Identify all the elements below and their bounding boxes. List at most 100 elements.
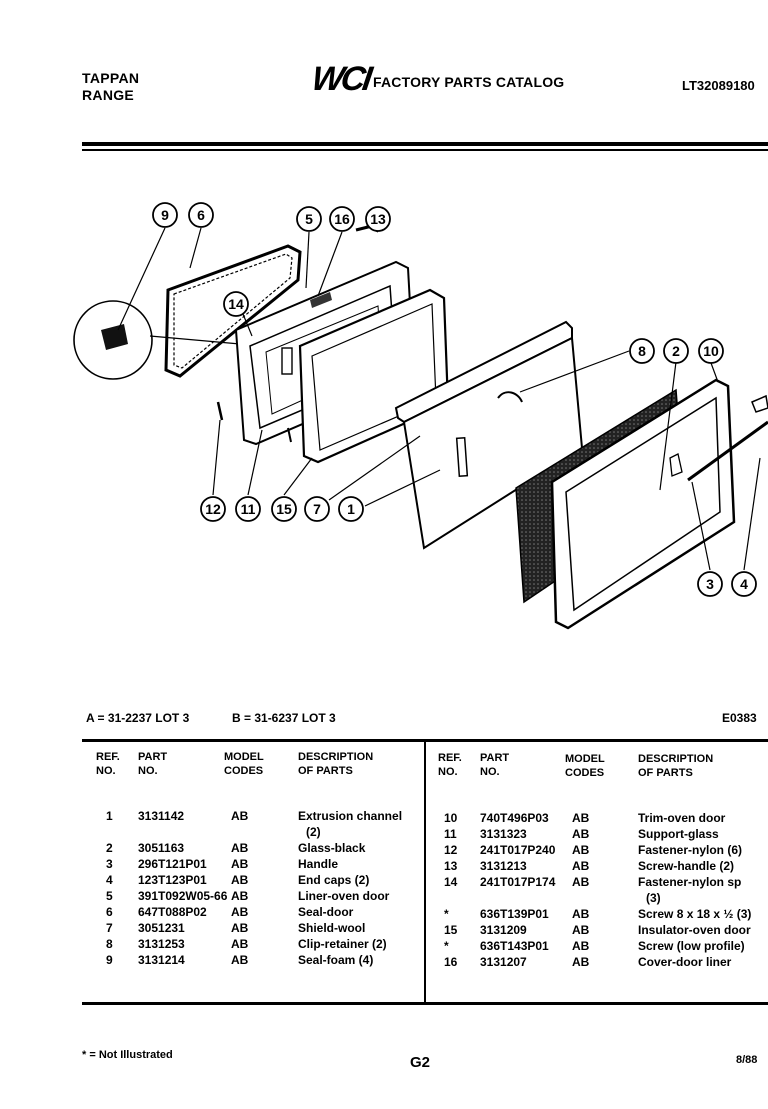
svg-text:6: 6 <box>197 207 205 223</box>
part-description: Trim-oven door <box>638 811 726 825</box>
ref-number: 13 <box>444 859 458 873</box>
model-code: AB <box>572 843 590 857</box>
part-description: Glass-black <box>298 841 366 855</box>
ref-number: 3 <box>106 857 113 871</box>
callout-10: 10 <box>698 338 724 364</box>
model-code: AB <box>572 955 590 969</box>
ref-number: 2 <box>106 841 113 855</box>
header-model-label: MODEL <box>565 753 605 765</box>
part-number: 3131213 <box>480 859 527 873</box>
ref-number: 10 <box>444 811 458 825</box>
svg-text:16: 16 <box>334 211 350 227</box>
ref-number: 12 <box>444 843 458 857</box>
header-part-right: PART NO. <box>480 751 509 779</box>
part-number: 3131207 <box>480 955 527 969</box>
ref-number: 16 <box>444 955 458 969</box>
table-top-rule <box>82 739 768 742</box>
header-ref-label: REF. <box>438 752 462 764</box>
part-description: Clip-retainer (2) <box>298 937 387 951</box>
part-number: 123T123P01 <box>138 873 207 887</box>
part-number: 647T088P02 <box>138 905 207 919</box>
ref-number: 4 <box>106 873 113 887</box>
part-description: Fastener-nylon sp <box>638 875 742 889</box>
table-bottom-rule <box>82 1002 768 1005</box>
header-codes-label: CODES <box>224 765 264 777</box>
callout-5: 5 <box>296 206 322 232</box>
svg-text:14: 14 <box>228 296 244 312</box>
page-number: G2 <box>410 1054 431 1071</box>
header-model-right: MODEL CODES <box>565 752 605 780</box>
part-number: 636T143P01 <box>480 939 549 953</box>
part-description: Support-glass <box>638 827 719 841</box>
svg-text:5: 5 <box>305 211 313 227</box>
part-number: 3131142 <box>138 809 185 823</box>
model-code: AB <box>231 905 249 919</box>
model-code: AB <box>231 873 249 887</box>
ref-number: 1 <box>106 809 113 823</box>
model-code-a: A = 31-2237 LOT 3 <box>86 711 190 725</box>
header-no-label: NO. <box>96 765 116 777</box>
callout-14: 14 <box>223 291 249 317</box>
model-code: AB <box>231 809 249 823</box>
header-desc-label: DESCRIPTION <box>638 753 714 765</box>
header-ref-right: REF. NO. <box>438 751 462 779</box>
svg-text:1: 1 <box>347 501 355 517</box>
part-number: 636T139P01 <box>480 907 549 921</box>
model-code: AB <box>572 939 590 953</box>
part-description: Handle <box>298 857 339 871</box>
brand-line-1: TAPPAN <box>82 70 140 86</box>
part-description: Seal-foam (4) <box>298 953 374 967</box>
catalog-title: FACTORY PARTS CATALOG <box>373 74 565 90</box>
callout-4: 4 <box>731 571 757 597</box>
callout-7: 7 <box>304 496 330 522</box>
part-description: Extrusion channel <box>298 809 403 823</box>
trim-frame-part <box>550 378 736 630</box>
header-ref-label: REF. <box>96 751 120 763</box>
svg-text:12: 12 <box>205 501 221 517</box>
model-code: AB <box>572 859 590 873</box>
header-ref-left: REF. NO. <box>96 750 120 778</box>
part-number: 3051163 <box>138 841 185 855</box>
model-code: AB <box>231 937 249 951</box>
part-description-continued: (2) <box>306 825 321 839</box>
catalog-date: 8/88 <box>736 1054 758 1066</box>
part-number: 3131209 <box>480 923 527 937</box>
brand-label: TAPPAN RANGE <box>82 70 139 104</box>
model-number: LT32089180 <box>682 78 755 93</box>
ref-number: 8 <box>106 937 113 951</box>
part-description: Screw-handle (2) <box>638 859 735 873</box>
wci-logo: WCI <box>309 60 372 98</box>
detail-circle-seal-foam <box>73 300 241 380</box>
part-number: 3051231 <box>138 921 185 935</box>
part-number: 3131253 <box>138 937 185 951</box>
header-rule-thin <box>82 149 768 151</box>
ref-number: 9 <box>106 953 113 967</box>
part-description: Seal-door <box>298 905 354 919</box>
ref-number: * <box>444 907 449 921</box>
svg-text:15: 15 <box>276 501 292 517</box>
ref-number: 6 <box>106 905 113 919</box>
part-description: Screw 8 x 18 x ½ (3) <box>638 907 752 921</box>
svg-text:2: 2 <box>672 343 680 359</box>
svg-text:11: 11 <box>241 501 256 517</box>
part-description: Insulator-oven door <box>638 923 751 937</box>
model-code-b: B = 31-6237 LOT 3 <box>232 711 336 725</box>
header-part-no-label: NO. <box>480 766 500 778</box>
part-number: 3131323 <box>480 827 527 841</box>
header-model-left: MODEL CODES <box>224 750 264 778</box>
part-number: 3131214 <box>138 953 185 967</box>
ref-number: * <box>444 939 449 953</box>
callout-15: 15 <box>271 496 297 522</box>
header-model-label: MODEL <box>224 751 264 763</box>
model-code: AB <box>572 907 590 921</box>
header-part-label: PART <box>480 752 510 764</box>
header-of-parts-label: OF PARTS <box>298 765 353 777</box>
extrusion-channel-part <box>687 394 768 482</box>
header-part-no-label: NO. <box>138 765 158 777</box>
ref-number: 11 <box>444 827 457 841</box>
model-code: AB <box>572 811 590 825</box>
part-number: 740T496P03 <box>480 811 549 825</box>
callout-2: 2 <box>663 338 689 364</box>
brand-line-2: RANGE <box>82 87 135 103</box>
